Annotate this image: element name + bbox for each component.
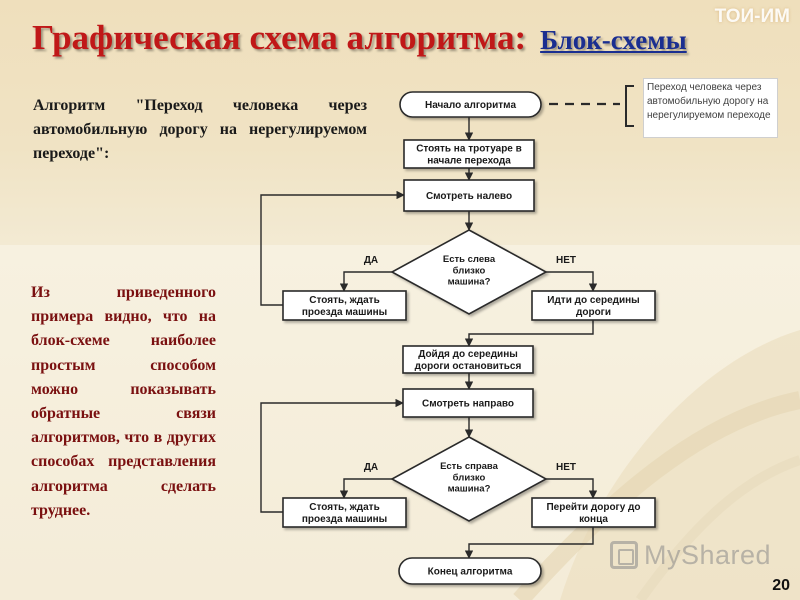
edge-cross-end (464, 527, 594, 559)
algorithm-caption: Алгоритм "Переход человека через автомоб… (33, 94, 367, 166)
label-yes-right: ДА (364, 462, 378, 473)
node-start: Начало алгоритма (399, 91, 542, 118)
watermark: ТОИ-ИМ (714, 6, 790, 27)
edge-decision-right-yes (339, 478, 392, 499)
node-end-label: Конец алгоритма (428, 567, 513, 578)
edge-go-middle-reached (464, 320, 594, 347)
algorithm-caption-quoted: "Переход человека через автомобильную до… (33, 97, 367, 162)
slide-title: Графическая схема алгоритма: Блок-схемы (32, 18, 687, 58)
conclusion-text: Из приведенного примера видно, что на бл… (31, 284, 216, 519)
edge-wait-left-loop (260, 190, 405, 306)
node-look-left: Смотреть налево (403, 179, 535, 212)
edge-decision-left-no (546, 271, 598, 292)
node-start-label: Начало алгоритма (425, 100, 516, 111)
title-sub: Блок-схемы (540, 25, 687, 55)
label-no-left: НЕТ (556, 255, 576, 266)
edge-decision-right-no (546, 478, 598, 499)
myshared-logo-icon (610, 541, 638, 569)
label-yes-left: ДА (364, 255, 378, 266)
title-main: Графическая схема алгоритма: (32, 18, 527, 57)
node-end: Конец алгоритма (398, 557, 542, 585)
myshared-logo-text: MyShared (644, 539, 772, 570)
label-no-right: НЕТ (556, 462, 576, 473)
node-look-left-label: Смотреть налево (426, 191, 512, 202)
node-look-right-label: Смотреть направо (422, 399, 514, 410)
comment-bracket (625, 85, 634, 127)
edge-decision-left-yes (339, 271, 392, 292)
algorithm-caption-prefix: Алгоритм (33, 97, 136, 114)
page-number: 20 (772, 577, 790, 594)
callout-comment: Переход человека через автомобильную дор… (643, 78, 778, 138)
edge-wait-right-loop (260, 398, 404, 513)
myshared-logo: MyShared (610, 537, 771, 573)
node-look-right: Смотреть направо (402, 388, 534, 418)
